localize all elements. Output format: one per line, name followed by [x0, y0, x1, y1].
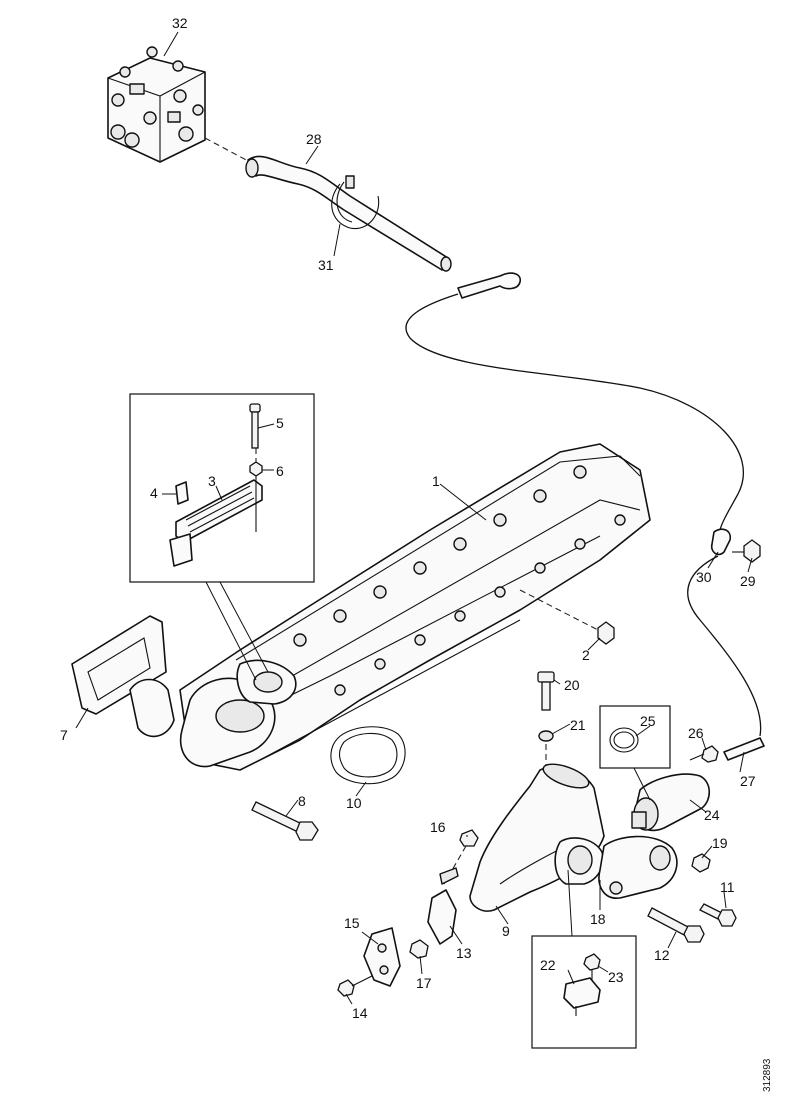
valve-block-32 — [107, 46, 206, 163]
callout-3: 3 — [208, 473, 216, 489]
callout-9: 9 — [502, 923, 510, 939]
callout-labels: 1 2 3 4 5 6 7 8 9 10 11 12 13 14 15 16 1… — [60, 15, 756, 1021]
bolt-16 — [443, 829, 479, 885]
callout-5: 5 — [276, 415, 284, 431]
callout-22: 22 — [540, 957, 556, 973]
connector-27 — [723, 737, 765, 761]
connector-4 — [175, 481, 189, 505]
detail-box-oring — [599, 705, 671, 769]
sensor-housing-24 — [631, 773, 711, 832]
callout-2: 2 — [582, 647, 590, 663]
leader-lines — [75, 31, 753, 1005]
callout-30: 30 — [696, 569, 712, 585]
flange-18 — [554, 837, 604, 885]
intake-elbow-9 — [469, 763, 605, 912]
bolt-14 — [337, 975, 373, 997]
callout-14: 14 — [352, 1005, 368, 1021]
gasket-10 — [330, 726, 406, 785]
callout-21: 21 — [570, 717, 586, 733]
flexible-line-lower — [687, 555, 762, 737]
bolt-2 — [519, 589, 615, 645]
figure-code: 312893 — [762, 1058, 773, 1092]
detail-box-fitting — [531, 935, 637, 1049]
callout-19: 19 — [712, 835, 728, 851]
bolt-29 — [732, 539, 761, 563]
callout-23: 23 — [608, 969, 624, 985]
clamp-31 — [331, 175, 380, 230]
hose-fitting — [457, 272, 522, 299]
callout-27: 27 — [740, 773, 756, 789]
detail-box-sensor — [129, 393, 315, 583]
callout-26: 26 — [688, 725, 704, 741]
detail-leader-2 — [219, 581, 269, 673]
callout-10: 10 — [346, 795, 362, 811]
washer-6 — [249, 461, 263, 477]
bolt-8 — [251, 801, 319, 841]
bolt-19 — [691, 853, 711, 873]
callout-6: 6 — [276, 463, 284, 479]
flexible-line — [405, 293, 744, 531]
washer-21 — [538, 730, 554, 742]
detail-leader-3 — [567, 869, 573, 937]
callout-20: 20 — [564, 677, 580, 693]
bracket-15 — [363, 927, 401, 987]
manifold-bosses — [293, 465, 626, 696]
bolt-5 — [249, 403, 261, 413]
intake-manifold-1 — [179, 443, 651, 771]
throttle-body — [598, 835, 678, 899]
nut-17 — [409, 939, 429, 959]
callout-7: 7 — [60, 727, 68, 743]
callout-16: 16 — [430, 819, 446, 835]
callout-24: 24 — [704, 807, 720, 823]
bolt-12 — [647, 907, 705, 943]
callout-32: 32 — [172, 15, 188, 31]
detail-leader-4 — [633, 767, 651, 801]
bracket-13 — [427, 867, 459, 945]
callout-17: 17 — [416, 975, 432, 991]
detail-leader-1 — [205, 581, 257, 681]
callout-18: 18 — [590, 911, 606, 927]
callout-13: 13 — [456, 945, 472, 961]
fitting-30 — [710, 528, 732, 556]
bolt-26 — [689, 745, 719, 763]
callout-12: 12 — [654, 947, 670, 963]
bolt-20 — [537, 671, 555, 711]
o-ring-25 — [609, 727, 639, 753]
callout-15: 15 — [344, 915, 360, 931]
callout-31: 31 — [318, 257, 334, 273]
callout-8: 8 — [298, 793, 306, 809]
callout-4: 4 — [150, 485, 158, 501]
callout-29: 29 — [740, 573, 756, 589]
callout-25: 25 — [640, 713, 656, 729]
callout-28: 28 — [306, 131, 322, 147]
callout-11: 11 — [720, 879, 735, 895]
assembly-line-32 — [204, 137, 251, 163]
callout-1: 1 — [432, 473, 440, 489]
sensor-3 — [175, 479, 263, 543]
bolt-11 — [699, 903, 737, 927]
flange-plate-7 — [71, 615, 175, 738]
hose-28 — [245, 155, 452, 272]
